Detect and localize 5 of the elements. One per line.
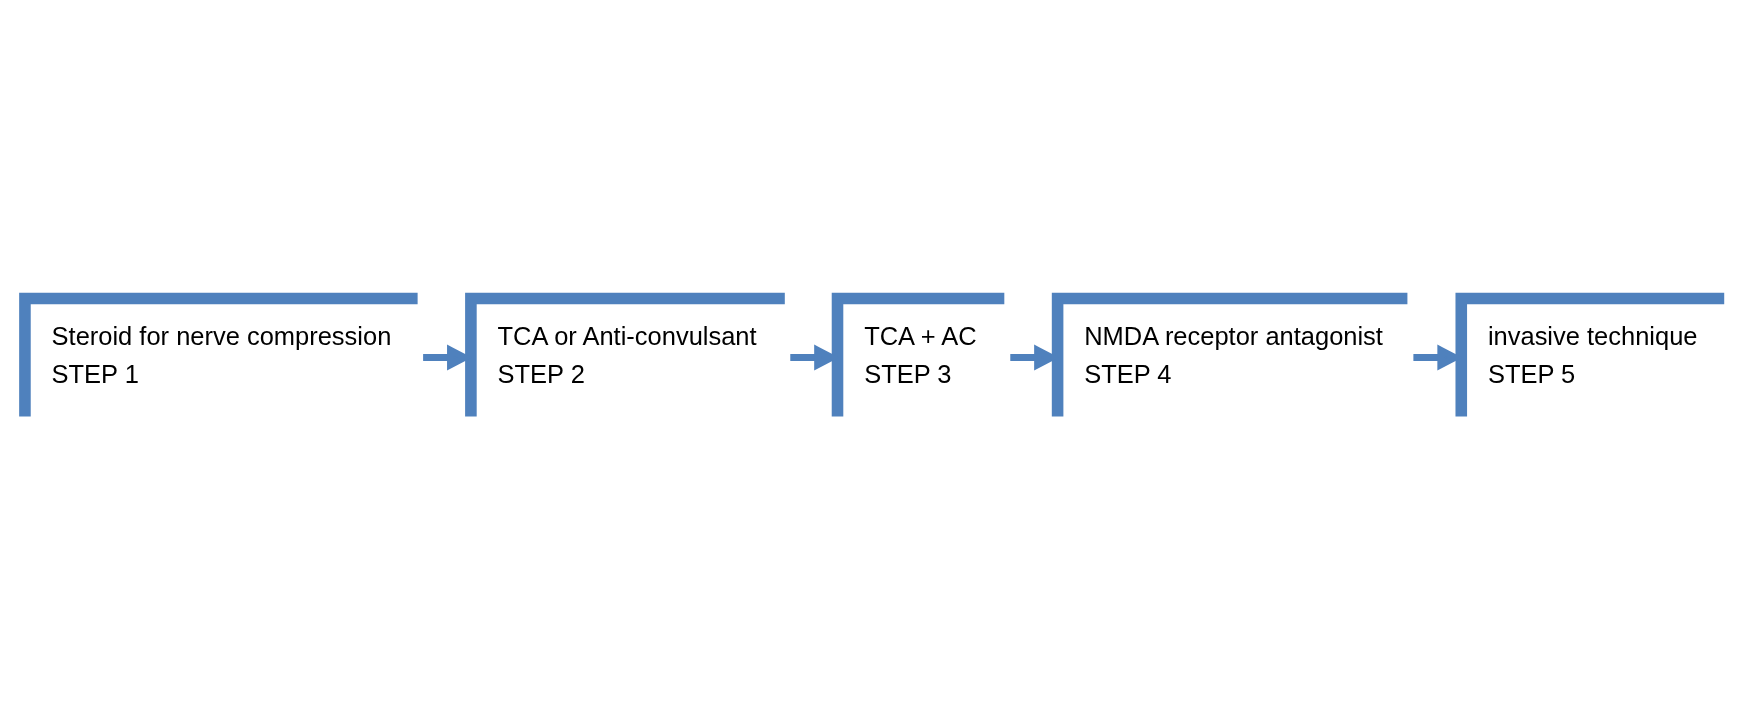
node-text: invasive technique STEP 5 <box>1487 321 1698 388</box>
node-text: NMDA receptor antagonist STEP 4 <box>1084 321 1383 388</box>
node-text: Steroid for nerve compression STEP 1 <box>51 321 392 388</box>
node-text: TCA or Anti-convulsant STEP 2 <box>497 321 757 388</box>
node-text: TCA + AC STEP 3 <box>864 321 977 388</box>
